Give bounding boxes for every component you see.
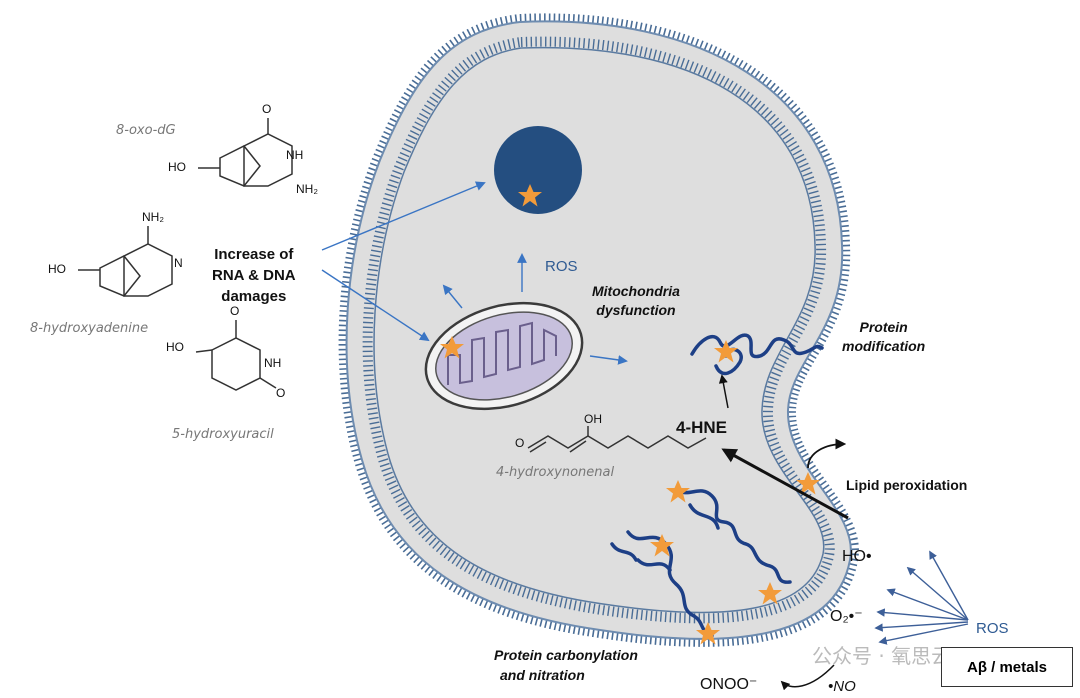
damage-label: Increase of RNA & DNA damages <box>212 244 296 307</box>
peroxynitrite-label: ONOO⁻ <box>700 676 758 693</box>
protein-chains <box>610 333 824 638</box>
carbonylation-line: and nitration <box>500 667 585 683</box>
carbonylation-line: Protein carbonylation <box>494 647 638 663</box>
atom-label: NH₂ <box>142 210 164 224</box>
hydroxyadenine-structure <box>78 226 173 297</box>
pathway-arrows <box>718 374 849 691</box>
atom-label: HO <box>168 160 186 174</box>
lipid-peroxidation-label: Lipid peroxidation <box>846 477 968 493</box>
atom-label: OH <box>584 412 602 426</box>
damage-arrows <box>321 181 628 365</box>
abeta-metals-label: Aβ / metals <box>966 658 1048 676</box>
superoxide-label: O₂•⁻ <box>830 608 863 625</box>
atom-label: O <box>515 436 525 450</box>
atom-label: O <box>230 304 240 318</box>
atom-label: NH₂ <box>296 182 318 196</box>
nucleus <box>494 126 582 214</box>
mitochondria-label-line: Mitochondria <box>592 283 680 299</box>
hne-label: 4-HNE <box>676 418 728 437</box>
hydroxyl-radical-label: HO• <box>842 548 872 565</box>
atom-label: O <box>262 102 272 116</box>
watermark: 公众号 · 氧思云 <box>812 644 952 668</box>
protein-mod-line: Protein <box>859 319 908 335</box>
atom-label: O <box>276 386 286 400</box>
abeta-metals-box: Aβ / metals <box>941 647 1073 687</box>
molecule-5-hydroxyuracil: 5-hydroxyuracil <box>172 427 274 442</box>
oxo-dg-structure <box>198 118 293 187</box>
atom-label: N <box>174 256 183 270</box>
atom-label: NH <box>286 148 304 162</box>
atom-label: HO <box>48 262 66 276</box>
carbonylation-label: Protein carbonylation and nitration <box>494 645 638 685</box>
protein-modification-label: Protein modification <box>842 318 925 356</box>
ros-inner-label: ROS <box>545 258 578 275</box>
damage-label-line: damages <box>221 288 287 305</box>
protein-mod-line: modification <box>842 338 926 354</box>
atom-label: NH <box>264 356 282 370</box>
ros-arrows <box>874 550 969 645</box>
damage-label-line: RNA & DNA <box>212 267 296 284</box>
molecule-4-hydroxynonenal: 4-hydroxynonenal <box>496 465 615 480</box>
mitochondria-label: Mitochondria dysfunction <box>592 282 680 320</box>
molecule-8-oxo-dg: 8-oxo-dG <box>116 123 176 138</box>
hydroxyuracil-structure <box>195 320 277 391</box>
hydroxynonenal-structure <box>527 426 707 453</box>
mitochondria-label-line: dysfunction <box>596 302 676 318</box>
damage-label-line: Increase of <box>214 246 294 263</box>
molecule-8-hydroxyadenine: 8-hydroxyadenine <box>30 321 149 336</box>
atom-label: HO <box>166 340 184 354</box>
mitochondrion <box>424 301 584 411</box>
ros-outer-label: ROS <box>976 620 1009 637</box>
nitric-oxide-label: •NO <box>828 678 856 695</box>
